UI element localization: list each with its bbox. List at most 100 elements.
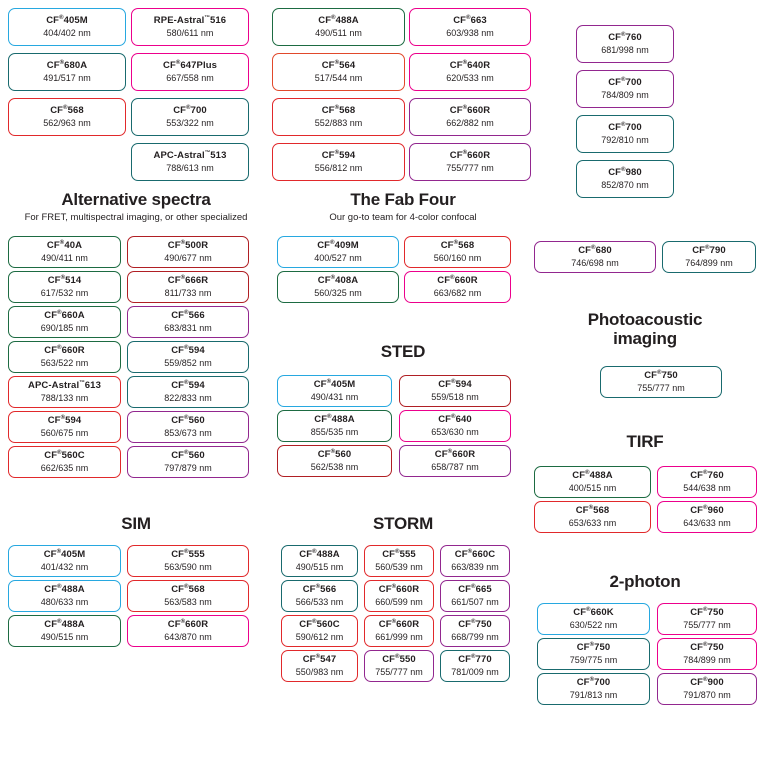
dye-name: CF®660R: [378, 619, 420, 631]
registered-icon: ®: [180, 619, 186, 626]
dye-wavelengths: 852/870 nm: [601, 179, 649, 190]
dye-wavelengths: 490/411 nm: [41, 252, 88, 263]
dye-wavelengths: 643/633 nm: [683, 517, 731, 528]
registered-icon: ®: [184, 450, 189, 457]
dye-wavelengths: 853/673 nm: [164, 427, 212, 438]
dye-name: CF®405M: [313, 379, 356, 391]
registered-icon: ®: [57, 345, 62, 352]
dye-name: CF®488A: [314, 414, 355, 426]
dye-wavelengths: 755/777 nm: [637, 382, 685, 393]
dye-wavelengths: 562/963 nm: [43, 117, 91, 128]
dye-name: CF®550: [382, 654, 416, 666]
dye-wavelengths: 663/682 nm: [433, 287, 482, 298]
trademark-icon: ™: [204, 150, 211, 157]
dye-wavelengths: 667/558 nm: [166, 72, 214, 83]
dye-name: CF®560: [171, 450, 205, 462]
registered-icon: ®: [63, 105, 68, 112]
registered-icon: ®: [184, 584, 189, 591]
registered-icon: ®: [312, 619, 317, 626]
dye-wavelengths: 661/507 nm: [451, 596, 499, 607]
registered-icon: ®: [585, 470, 590, 477]
dye-wavelengths: 653/633 nm: [568, 517, 617, 528]
dye-wavelengths: 755/777 nm: [683, 619, 731, 630]
dye-name: CF®640R: [449, 60, 491, 72]
